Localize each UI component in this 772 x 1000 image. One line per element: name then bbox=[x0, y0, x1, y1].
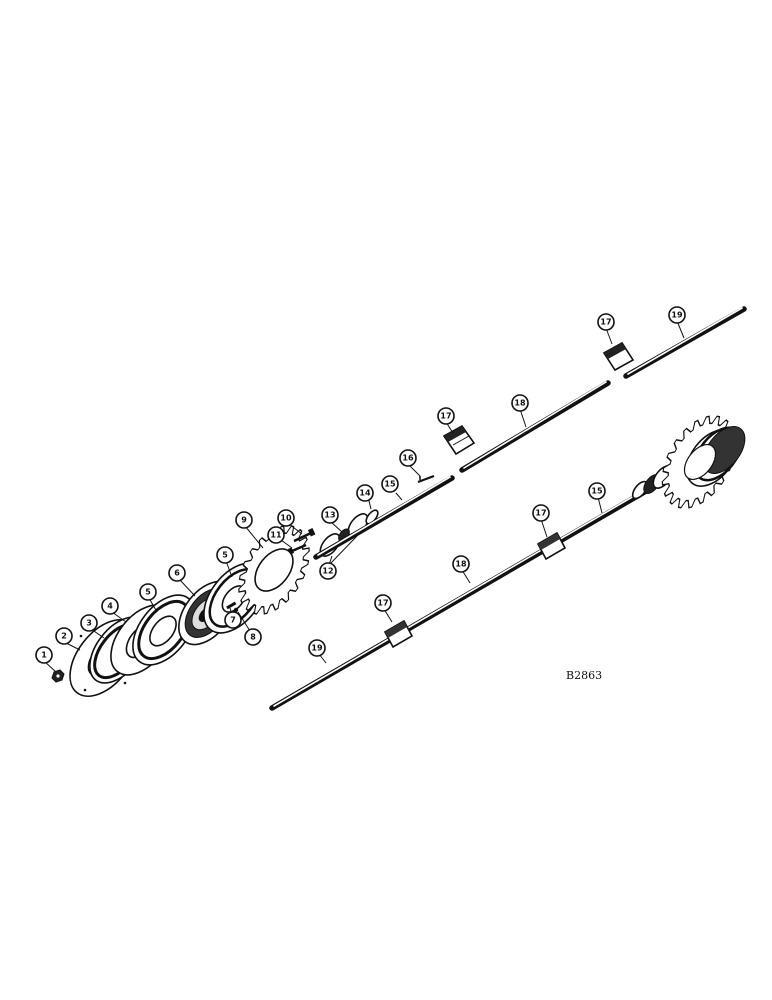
svg-text:8: 8 bbox=[250, 633, 256, 642]
part-friction-disc-lower bbox=[132, 594, 196, 666]
callout-3: 3 bbox=[80, 614, 98, 632]
part-nut bbox=[51, 669, 65, 683]
svg-text:2: 2 bbox=[61, 632, 67, 641]
callout-16: 16 bbox=[399, 449, 417, 467]
part-coupling-17b bbox=[602, 341, 635, 372]
callout-6: 6 bbox=[168, 564, 186, 582]
part-pin-7 bbox=[226, 601, 237, 610]
svg-text:1: 1 bbox=[41, 651, 47, 660]
part-shaft-18-upper bbox=[459, 380, 611, 473]
part-bolt-11 bbox=[287, 543, 307, 555]
svg-text:17: 17 bbox=[440, 412, 451, 421]
callout-11: 11 bbox=[267, 526, 285, 544]
part-coupling-17c bbox=[383, 619, 414, 649]
callout-17-upper-1: 17 bbox=[437, 407, 455, 425]
part-key bbox=[417, 474, 435, 484]
callout-4: 4 bbox=[101, 597, 119, 615]
part-shaft-15-upper bbox=[313, 475, 455, 560]
part-shaft-19-upper bbox=[623, 306, 747, 379]
callout-18-upper: 18 bbox=[511, 394, 529, 412]
svg-text:15: 15 bbox=[591, 487, 603, 496]
svg-text:14: 14 bbox=[359, 489, 371, 498]
callout-12: 12 bbox=[319, 562, 337, 580]
callout-14: 14 bbox=[356, 484, 374, 502]
callout-1: 1 bbox=[35, 646, 53, 664]
assembled-drive-shaft bbox=[269, 466, 687, 711]
part-coupling-17a bbox=[442, 424, 476, 456]
svg-text:17: 17 bbox=[535, 509, 546, 518]
drawing-code: B2863 bbox=[566, 669, 602, 682]
svg-text:6: 6 bbox=[174, 569, 180, 578]
callout-10: 10 bbox=[277, 509, 295, 527]
callout-5-upper: 5 bbox=[216, 546, 234, 564]
callout-7: 7 bbox=[224, 611, 242, 629]
svg-text:17: 17 bbox=[600, 318, 611, 327]
svg-text:18: 18 bbox=[514, 399, 526, 408]
callout-2: 2 bbox=[55, 627, 73, 645]
callout-19-lower: 19 bbox=[308, 639, 326, 657]
svg-text:19: 19 bbox=[311, 644, 323, 653]
svg-text:4: 4 bbox=[107, 602, 113, 611]
svg-text:9: 9 bbox=[241, 516, 247, 525]
svg-text:7: 7 bbox=[230, 616, 236, 625]
svg-text:13: 13 bbox=[324, 511, 335, 520]
callout-13: 13 bbox=[321, 506, 339, 524]
svg-text:11: 11 bbox=[270, 531, 282, 540]
svg-text:3: 3 bbox=[86, 619, 92, 628]
part-coupling-17d bbox=[536, 531, 567, 561]
svg-text:5: 5 bbox=[222, 551, 228, 560]
callout-5-lower: 5 bbox=[139, 583, 157, 601]
callout-9: 9 bbox=[235, 511, 253, 529]
callout-17-lower-right: 17 bbox=[532, 504, 550, 522]
svg-text:15: 15 bbox=[384, 480, 396, 489]
svg-text:5: 5 bbox=[145, 588, 151, 597]
svg-text:19: 19 bbox=[671, 311, 683, 320]
callout-8: 8 bbox=[244, 628, 262, 646]
callout-15-upper: 15 bbox=[381, 475, 399, 493]
callout-18-lower: 18 bbox=[452, 555, 470, 573]
assembled-clutch-sprocket bbox=[631, 415, 746, 509]
callout-17-lower-left: 17 bbox=[374, 594, 392, 612]
callout-15-lower: 15 bbox=[588, 482, 606, 500]
callout-19-upper: 19 bbox=[668, 306, 686, 324]
svg-text:12: 12 bbox=[322, 567, 333, 576]
svg-text:10: 10 bbox=[280, 514, 292, 523]
part-pin-8 bbox=[233, 607, 239, 613]
svg-text:17: 17 bbox=[377, 599, 388, 608]
part-bolt-10 bbox=[293, 528, 316, 543]
svg-text:16: 16 bbox=[402, 454, 414, 463]
callout-17-upper-2: 17 bbox=[597, 313, 615, 331]
svg-text:18: 18 bbox=[455, 560, 467, 569]
